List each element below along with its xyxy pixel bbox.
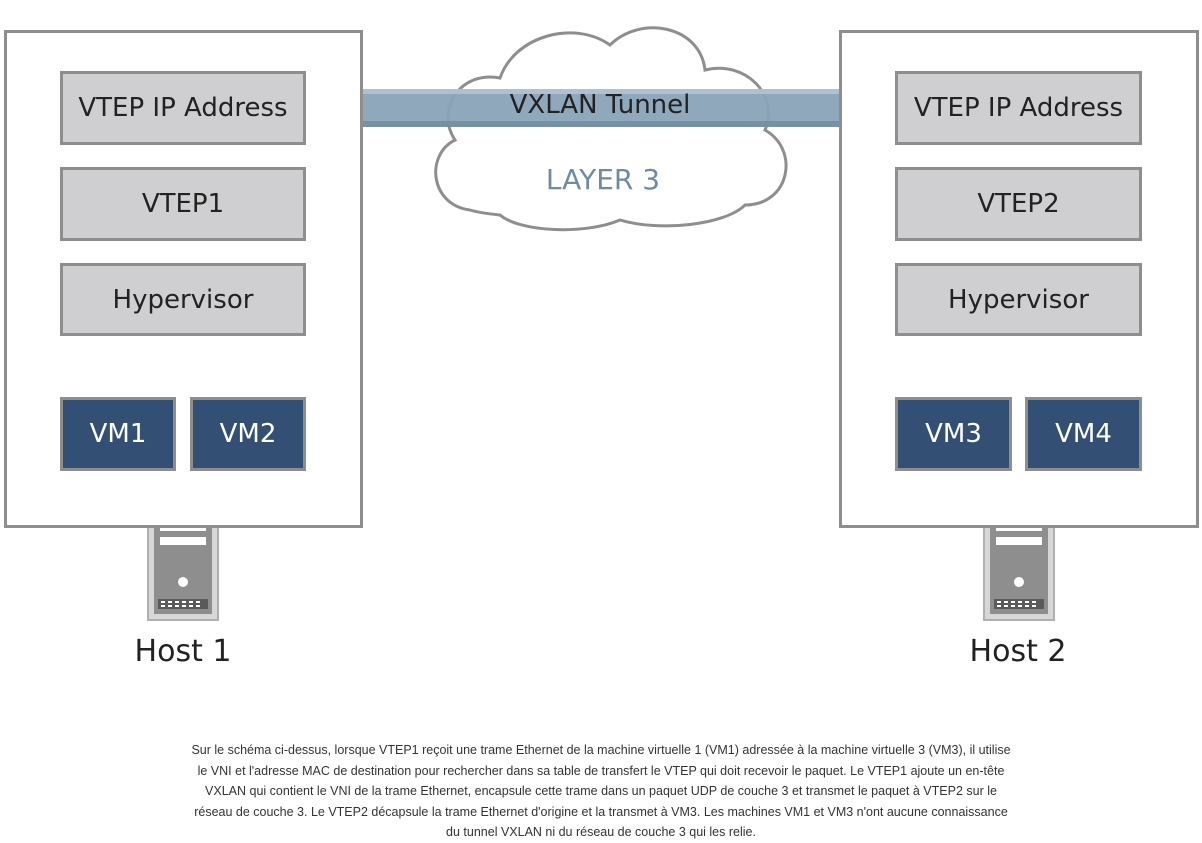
host-2-hypervisor-box: Hypervisor (895, 263, 1142, 336)
vxlan-tunnel-bar (362, 89, 840, 127)
layer3-label: LAYER 3 (545, 163, 661, 196)
host-2-vtep-ip-box: VTEP IP Address (895, 71, 1142, 145)
host-2-label: Host 2 (969, 634, 1067, 669)
host-1-vtep-box: VTEP1 (60, 167, 306, 241)
layer3-cloud (434, 26, 788, 232)
vm2-box: VM2 (190, 397, 306, 471)
vxlan-tunnel-label: VXLAN Tunnel (509, 90, 691, 120)
host-2-vtep-box: VTEP2 (895, 167, 1142, 241)
host-1-hypervisor-box: Hypervisor (60, 263, 306, 336)
host-1-vtep-ip-box: VTEP IP Address (60, 71, 306, 145)
vm4-box: VM4 (1025, 397, 1142, 471)
vm1-box: VM1 (60, 397, 176, 471)
host-1-label: Host 1 (134, 634, 232, 669)
diagram-caption: Sur le schéma ci-dessus, lorsque VTEP1 r… (191, 743, 1011, 839)
vm3-box: VM3 (895, 397, 1012, 471)
